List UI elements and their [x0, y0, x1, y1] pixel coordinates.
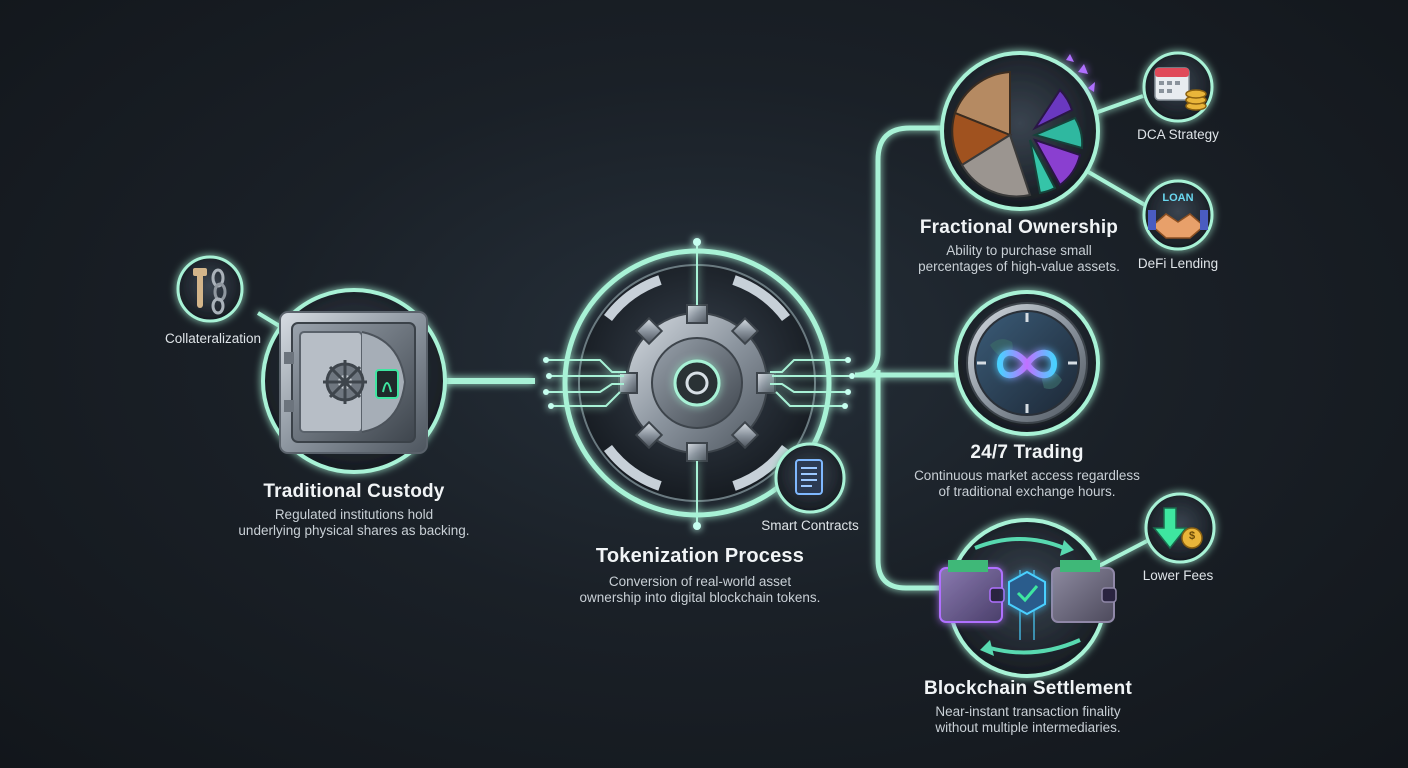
custody-desc: Regulated institutions hold underlying p… [224, 507, 484, 539]
fractional-title: Fractional Ownership [919, 217, 1119, 238]
settlement-desc-line: without multiple intermediaries. [935, 720, 1121, 735]
settlement-desc-line: Near-instant transaction finality [935, 704, 1121, 719]
settlement-title: Blockchain Settlement [924, 678, 1132, 699]
chain-icon [176, 255, 244, 323]
custody-text: Traditional Custody Regulated institutio… [224, 481, 484, 539]
fractional-desc-line: Ability to purchase small [946, 243, 1092, 258]
down-arrow-coin-icon [1144, 492, 1216, 564]
infinity-clock-icon [954, 290, 1100, 436]
fee-coin-symbol: $ [1188, 530, 1196, 542]
trading-text: 24/7 Trading Continuous market access re… [898, 442, 1156, 500]
loan-badge: LOAN [1162, 192, 1194, 204]
wallet-swap-icon [939, 518, 1117, 678]
settlement-text: Blockchain Settlement Near-instant trans… [898, 678, 1158, 736]
collateralization-label: Collateralization [164, 331, 262, 346]
scroll-icon [774, 442, 846, 514]
dca-label: DCA Strategy [1137, 127, 1219, 142]
fractional-text: Fractional Ownership Ability to purchase… [904, 217, 1134, 275]
tokenization-desc-line: Conversion of real-world asset [608, 574, 792, 589]
trading-desc-line: Continuous market access regardless [914, 468, 1140, 483]
fractional-desc-line: percentages of high-value assets. [918, 259, 1120, 274]
custody-desc-line: underlying physical shares as backing. [238, 523, 470, 538]
tokenization-text: Tokenization Process Conversion of real-… [560, 545, 840, 606]
trading-title: 24/7 Trading [970, 442, 1084, 463]
trading-desc: Continuous market access regardless of t… [898, 468, 1156, 500]
pie-chart-icon [940, 51, 1100, 211]
defi-lending-label: DeFi Lending [1137, 256, 1219, 271]
tokenization-desc-line: ownership into digital blockchain tokens… [579, 590, 821, 605]
gear-circuit-icon [543, 238, 855, 530]
lower-fees-label: Lower Fees [1142, 568, 1214, 583]
connector-lines [256, 94, 1148, 591]
fractional-desc: Ability to purchase small percentages of… [904, 243, 1134, 275]
smart-contracts-label: Smart Contracts [761, 518, 859, 533]
handshake-loan-icon [1142, 179, 1214, 251]
vault-icon [261, 288, 447, 474]
tokenization-desc: Conversion of real-world asset ownership… [560, 574, 840, 606]
calendar-coins-icon [1142, 51, 1214, 123]
custody-title: Traditional Custody [263, 481, 445, 502]
tokenization-title: Tokenization Process [595, 545, 805, 567]
custody-desc-line: Regulated institutions hold [274, 507, 434, 522]
trading-desc-line: of traditional exchange hours. [938, 484, 1116, 499]
settlement-desc: Near-instant transaction finality withou… [898, 704, 1158, 736]
